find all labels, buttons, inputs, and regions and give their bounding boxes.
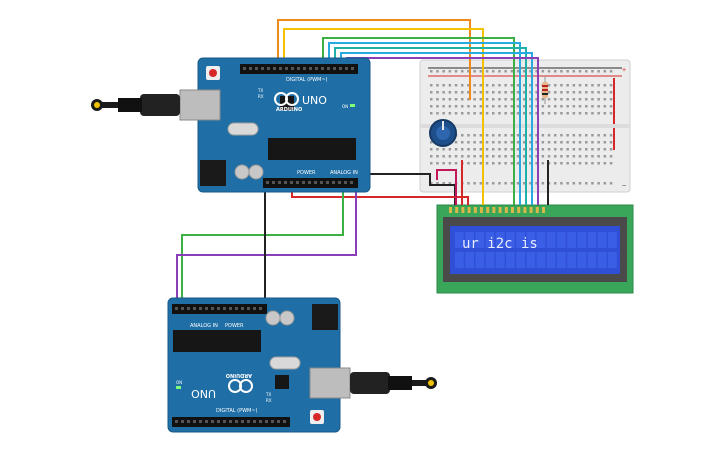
tx-label: TX (257, 88, 263, 93)
wire-green-top (322, 37, 515, 205)
bottom-digital-label: DIGITAL (PWM~) (216, 408, 258, 414)
power-header-label: POWER (297, 170, 316, 176)
bottom-power-label: POWER (225, 323, 244, 329)
power-jack (200, 160, 226, 186)
bottom-model-label: UNO (191, 387, 216, 400)
arduino-uno-top[interactable]: DIGITAL (PWM~) POWER ANALOG IN ARDUINO U… (179, 57, 371, 193)
lcd-display-text: ur i2c is (462, 236, 538, 252)
bottom-brand-label: ARDUINO (226, 372, 252, 378)
lcd-character-grid (455, 232, 617, 268)
bottom-arduino-logo (228, 379, 253, 393)
arduino-logo (274, 92, 299, 106)
brand-label: ARDUINO (276, 107, 302, 113)
arduino-uno-bottom[interactable]: ANALOG IN POWER DIGITAL (PWM~) ARDUINO U… (167, 297, 351, 433)
bottom-atmega-chip (173, 330, 261, 352)
lcd-module[interactable]: ur i2c is (436, 204, 634, 294)
bottom-usb-port (309, 367, 351, 399)
usb-port (179, 89, 221, 121)
potentiometer[interactable] (429, 119, 457, 147)
digital-header-label: DIGITAL (PWM~) (286, 77, 328, 83)
minus-rail-label: − (622, 183, 626, 190)
wire-purple-i2c (176, 186, 357, 302)
wire-orange (277, 19, 471, 100)
resistor[interactable] (542, 76, 548, 104)
on-label: ON (342, 104, 348, 109)
model-label: UNO (302, 94, 327, 107)
wire-magenta (436, 169, 457, 205)
atmega-chip (268, 138, 356, 160)
usb-cable-bottom (350, 372, 437, 394)
bottom-analog-label: ANALOG IN (190, 323, 218, 329)
lcd-pin-header (449, 207, 545, 213)
analog-header-label: ANALOG IN (330, 170, 358, 176)
wire-green-i2c (181, 186, 344, 302)
usb-cable-top (91, 94, 180, 116)
wire-yellow (283, 28, 484, 205)
bottom-power-jack (312, 304, 338, 330)
rx-label: RX (258, 94, 264, 99)
plus-rail-label: + (622, 67, 626, 74)
bottom-on-label: ON (176, 380, 182, 385)
bottom-tx-label: TX (265, 392, 271, 397)
bottom-rx-label: RX (266, 398, 272, 403)
